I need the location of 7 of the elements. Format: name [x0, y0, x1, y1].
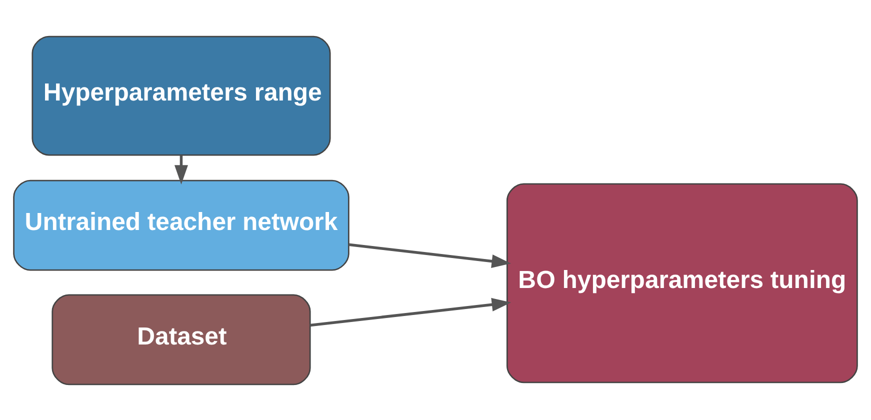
node-box: Dataset: [52, 294, 311, 385]
node-box: Untrained teacher network: [13, 179, 350, 270]
node-box: BO hyperparameters tuning: [506, 182, 858, 383]
arrow: [310, 297, 512, 326]
node-box: Hyperparameters range: [32, 35, 331, 156]
arrow: [348, 242, 512, 268]
arrow: [174, 154, 188, 184]
